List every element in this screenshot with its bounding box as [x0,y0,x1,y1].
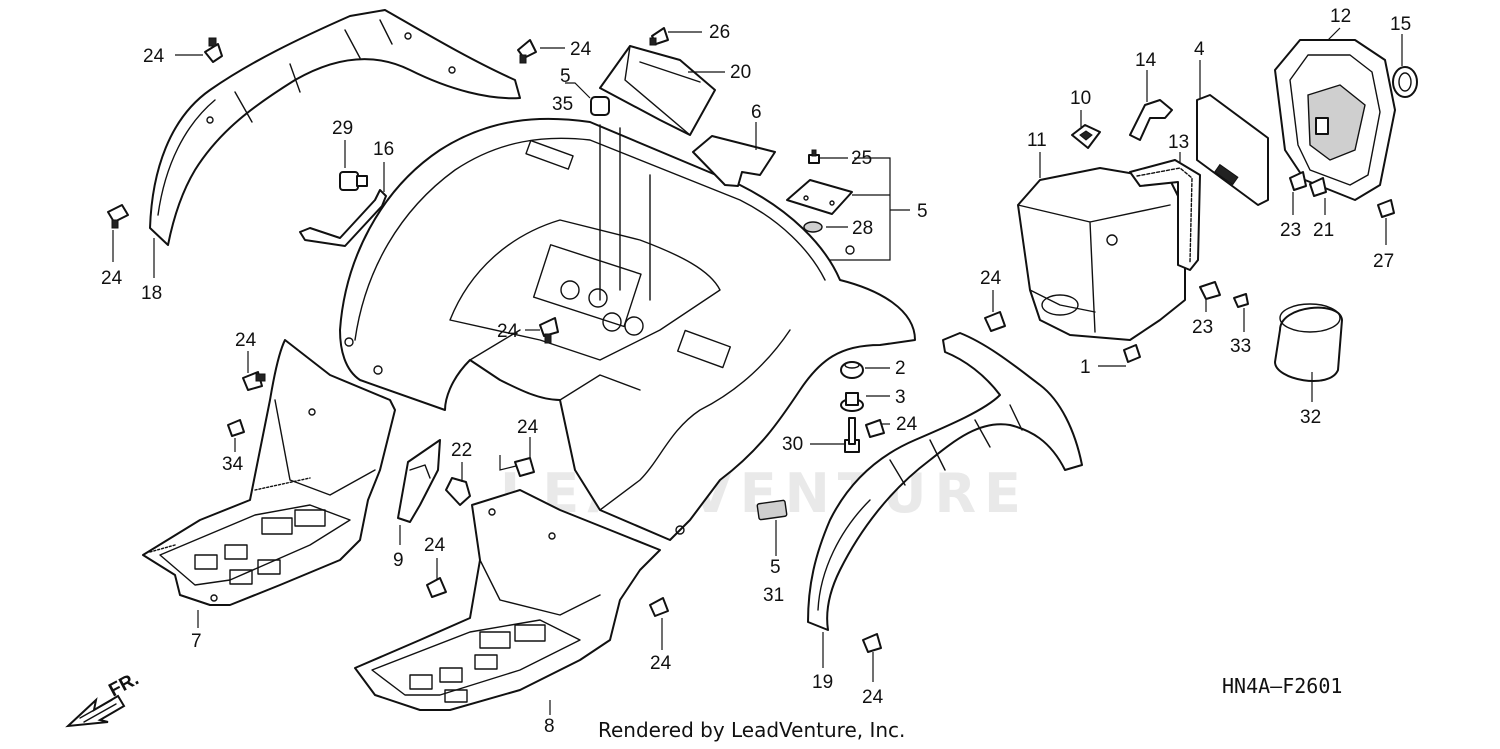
part-11-battery-box[interactable] [1017,167,1186,341]
callout-19: 19 [812,672,833,693]
callout-21: 21 [1313,220,1334,241]
part-32-band[interactable] [1274,303,1343,383]
callout-24: 24 [650,653,672,674]
direction-label: FR. [105,669,142,702]
callout-24: 24 [980,268,1002,289]
callout-35: 35 [552,94,573,115]
part-22-grommet[interactable] [445,477,471,506]
front-direction-arrow: FR. [65,669,142,728]
callout-24: 24 [570,39,592,60]
part-15-ring[interactable] [1392,66,1418,98]
footer-credit: Rendered by LeadVenture, Inc. [598,718,905,742]
callout-1: 1 [1080,357,1091,378]
callout-12: 12 [1330,6,1351,27]
callout-23: 23 [1192,317,1213,338]
part-9-guard[interactable] [397,439,441,523]
callout-24: 24 [424,535,446,556]
diagram-code: HN4A—F2601 [1222,674,1342,698]
callout-24: 24 [143,46,165,67]
part-25-screw[interactable] [808,149,820,164]
callout-24: 24 [862,687,884,708]
callout-25: 25 [851,148,872,169]
part-13-gasket[interactable] [1129,159,1201,271]
callout-24: 24 [235,330,257,351]
callout-16: 16 [373,139,394,160]
callout-2: 2 [895,358,906,379]
callout-7: 7 [191,631,202,652]
callout-24: 24 [517,417,539,438]
part-18-left-fender-flare[interactable] [149,9,521,246]
callout-5: 5 [770,557,781,578]
rear-fender-main[interactable] [339,117,916,541]
callout-22: 22 [451,440,472,461]
callout-11: 11 [1027,130,1047,151]
part-14-latch[interactable] [1129,99,1173,141]
part-28-washer[interactable] [803,221,823,233]
callout-6: 6 [751,102,762,123]
callout-33: 33 [1230,336,1251,357]
callout-24: 24 [101,268,123,289]
part-30-bolt[interactable] [844,417,860,453]
callout-29: 29 [332,118,353,139]
part-5-plate[interactable] [786,179,853,215]
part-31-rubber[interactable] [756,499,788,521]
callout-9: 9 [393,550,404,571]
callout-26: 26 [709,22,730,43]
callout-20: 20 [730,62,751,83]
callout-labels: 24 18 24 24 26 20 5 35 6 29 16 25 5 28 2… [101,6,1411,737]
part-10-clip[interactable] [1071,124,1101,149]
callout-5: 5 [917,201,928,222]
callout-3: 3 [895,387,906,408]
callout-13: 13 [1168,132,1189,153]
callout-34: 34 [222,454,244,475]
part-35-pad[interactable] [590,96,610,116]
callout-23: 23 [1280,220,1301,241]
callout-8: 8 [544,716,555,737]
part-29-bolt[interactable] [339,171,368,191]
arrow-icon [65,694,126,728]
callout-14: 14 [1135,50,1157,71]
part-12-taillight[interactable] [1274,39,1396,201]
callout-28: 28 [852,218,873,239]
part-3-collar[interactable] [840,392,864,412]
part-8-right-footrest[interactable] [354,489,661,711]
callout-32: 32 [1300,407,1321,428]
part-16-bracket[interactable] [299,189,387,247]
callout-24: 24 [497,321,519,342]
part-2-grommet[interactable] [840,361,864,379]
part-19-right-fender-flare[interactable] [807,332,1083,631]
part-20-flap[interactable] [599,45,716,136]
callout-30: 30 [782,434,803,455]
callout-31: 31 [763,585,784,606]
callout-10: 10 [1070,88,1091,109]
part-6-foam-pad[interactable] [692,135,776,187]
callout-27: 27 [1373,251,1394,272]
callout-24: 24 [896,414,918,435]
callout-18: 18 [141,283,162,304]
callout-15: 15 [1390,14,1411,35]
callout-4: 4 [1194,39,1205,60]
leader-lines [112,27,1403,715]
part-7-left-footrest[interactable] [142,339,396,606]
fasteners [107,27,1395,653]
part-4-cover-plate[interactable] [1196,94,1269,206]
callout-5: 5 [560,66,571,87]
